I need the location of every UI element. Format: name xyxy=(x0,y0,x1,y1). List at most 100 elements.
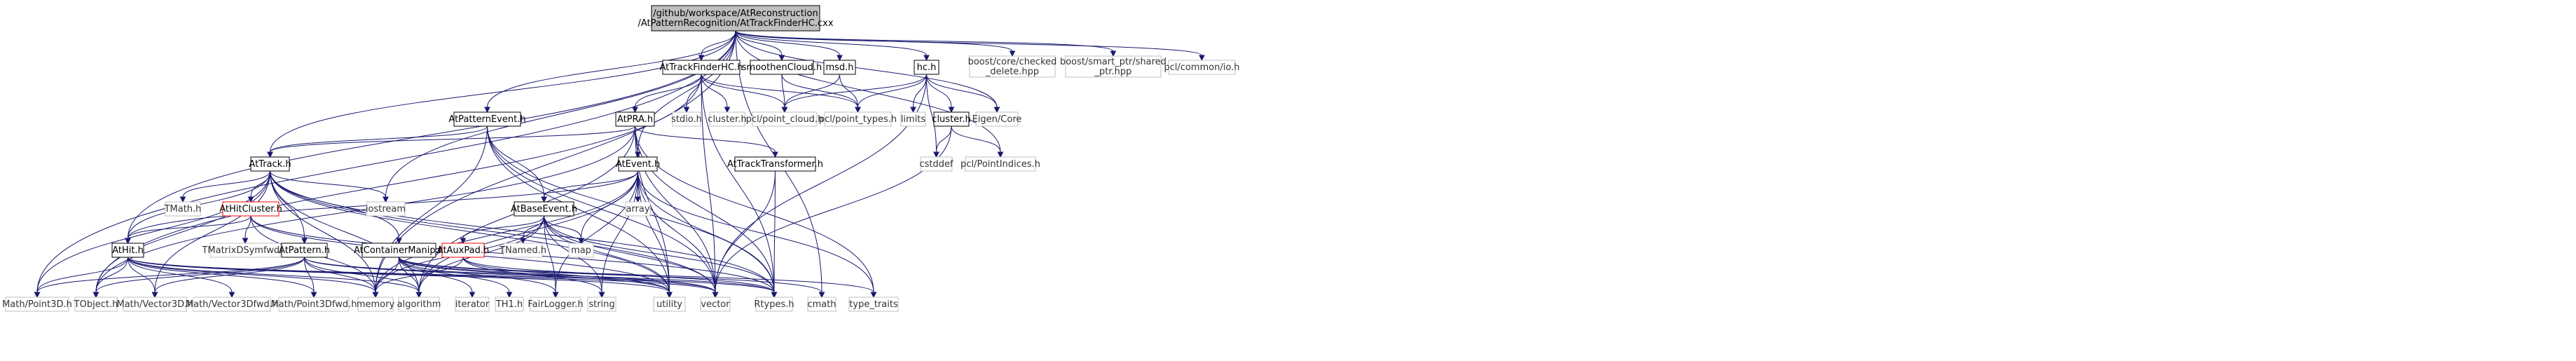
edge-atauxpad-h-to-rtypes-h xyxy=(462,257,778,299)
node-label: Math/Vector3Dfwd.h xyxy=(186,299,278,310)
node-label: boost/smart_ptr/shared xyxy=(1060,57,1166,67)
node-label: algorithm xyxy=(397,299,441,310)
edge-atpattern-h-to-mathvector3d-h xyxy=(151,257,305,299)
node-label: TNamed.h xyxy=(499,245,546,256)
node-label: AtAuxPad.h xyxy=(437,245,489,256)
node-tobject-h: TObject.h xyxy=(74,297,118,312)
node-rtypes-h: Rtypes.h xyxy=(754,297,794,312)
node-label: FairLogger.h xyxy=(528,299,583,310)
edge-atpra-h-to-attracktransformer-h xyxy=(635,125,778,158)
edge-atpattern-h-to-tobject-h xyxy=(92,257,305,299)
edge-cluster-h-to-pcl-pointindices xyxy=(951,125,1004,158)
edge-athitcluster-h-to-tmatrixdsymfwd-h xyxy=(242,215,252,245)
node-label: cluster.h xyxy=(932,114,970,125)
node-cluster-h[interactable]: cluster.h xyxy=(932,111,971,127)
node-attrackfinderhc-h[interactable]: AtTrackFinderHC.h xyxy=(660,60,743,75)
node-label: pcl/point_cloud.h xyxy=(746,114,824,125)
edge-attrackfinderhc-h-to-cluster-h-ext xyxy=(701,74,731,114)
edge-atpattern-h-to-mathpoint3d-h xyxy=(34,257,305,299)
edge-msd-h-to-pcl-point-types xyxy=(839,74,861,114)
node-label: pcl/common/io.h xyxy=(1164,62,1239,73)
node-th1-h: TH1.h xyxy=(495,297,524,312)
node-label: TObject.h xyxy=(74,299,118,310)
node-limits: limits xyxy=(900,111,926,127)
edge-root-to-pcl-io xyxy=(735,30,1205,62)
node-label: AtTrackFinderHC.h xyxy=(660,62,743,73)
node-iostream: iostream xyxy=(366,201,406,217)
node-tnamed-h: TNamed.h xyxy=(499,243,546,258)
node-type-traits: type_traits xyxy=(848,297,899,312)
graph-nodes: /github/workspace/AtReconstruction/AtPat… xyxy=(2,5,1240,312)
node-atevent-h[interactable]: AtEvent.h xyxy=(616,156,660,172)
edge-athit-h-to-mathvector3dfwd-h xyxy=(128,257,235,299)
edge-hc-h-to-cluster-h xyxy=(926,74,955,114)
edge-athit-h-to-mathpoint3d-h xyxy=(34,257,128,299)
node-label: cluster.h xyxy=(708,114,746,125)
node-label: AtPRA.h xyxy=(617,114,653,125)
node-vector: vector xyxy=(700,297,731,312)
node-utility: utility xyxy=(653,297,686,312)
edge-attrackfinderhc-h-to-rtypes-h xyxy=(701,74,778,299)
node-boost-smart-ptr-shared-ptr-hpp: boost/smart_ptr/shared_ptr.hpp xyxy=(1060,55,1166,78)
node-label: /github/workspace/AtReconstruction xyxy=(653,8,818,19)
node-boost-core-checked-delete-hpp: boost/core/checked_delete.hpp xyxy=(968,55,1057,78)
edge-attrackfinderhc-h-to-tobject-h xyxy=(92,74,702,299)
edge-atcontainermanip-h-to-fairlogger-h xyxy=(399,257,559,299)
node-label: AtTrack.h xyxy=(249,159,291,170)
node-hc-h[interactable]: hc.h xyxy=(914,60,939,75)
node-pcl-point-types-h: pcl/point_types.h xyxy=(819,111,897,127)
edge-athit-h-to-vector xyxy=(128,257,719,299)
graph-edges xyxy=(34,30,1205,299)
node-label: TH1.h xyxy=(495,299,523,310)
node-algorithm: algorithm xyxy=(397,297,441,312)
node-attracktransformer-h[interactable]: AtTrackTransformer.h xyxy=(727,156,823,172)
node-label: map xyxy=(571,245,591,256)
edge-attrackfinderhc-h-to-pcl-point-types xyxy=(701,74,861,114)
node-map: map xyxy=(568,243,594,258)
edge-atbaseevent-h-to-atauxpad-h xyxy=(460,215,544,245)
node-github-workspace-atreconstruction-atpatternrecognition-attrackfinderhc-cxx[interactable]: /github/workspace/AtReconstruction/AtPat… xyxy=(638,5,834,32)
edge-atcontainermanip-h-to-algorithm xyxy=(399,257,422,299)
edge-attrack-h-to-iostream xyxy=(270,170,389,203)
node-label: limits xyxy=(901,114,926,125)
edge-hc-h-to-vector xyxy=(712,74,927,299)
edge-atauxpad-h-to-memory xyxy=(372,257,464,299)
edge-root-to-attrack-h xyxy=(267,30,736,158)
node-label: utility xyxy=(656,299,682,310)
edge-hc-h-to-pcl-point-types xyxy=(855,74,927,114)
edge-athit-h-to-tobject-h xyxy=(92,257,128,299)
node-athitcluster-h[interactable]: AtHitCluster.h xyxy=(219,201,282,217)
node-fairlogger-h: FairLogger.h xyxy=(528,297,584,312)
edge-atpattern-h-to-mathpoint3dfwd-h xyxy=(304,257,317,299)
edge-atcontainermanip-h-to-iterator xyxy=(399,257,476,299)
node-atpattern-h[interactable]: AtPattern.h xyxy=(279,243,330,258)
node-msd-h[interactable]: msd.h xyxy=(823,60,856,75)
node-pcl-point-cloud-h: pcl/point_cloud.h xyxy=(746,111,824,127)
node-attrack-h[interactable]: AtTrack.h xyxy=(249,156,291,172)
node-label: boost/core/checked xyxy=(968,57,1057,67)
node-array: array xyxy=(625,201,651,217)
edge-atpra-h-to-attrack-h xyxy=(267,125,635,158)
node-atbaseevent-h[interactable]: AtBaseEvent.h xyxy=(511,201,577,217)
node-label: _ptr.hpp xyxy=(1094,67,1132,77)
node-eigen-core: Eigen/Core xyxy=(972,111,1021,127)
node-atpatternevent-h[interactable]: AtPatternEvent.h xyxy=(448,111,526,127)
edge-atcontainermanip-h-to-cmath xyxy=(399,257,825,299)
node-smoothencloud-h[interactable]: smoothenCloud.h xyxy=(742,60,822,75)
edge-atcontainermanip-h-to-th1-h xyxy=(399,257,513,299)
edge-attrackfinderhc-h-to-atpra-h xyxy=(632,74,702,114)
node-cmath: cmath xyxy=(807,297,836,312)
node-cluster-h: cluster.h xyxy=(708,111,747,127)
node-label: iostream xyxy=(366,204,406,214)
node-atpra-h[interactable]: AtPRA.h xyxy=(615,111,655,127)
node-label: Rtypes.h xyxy=(754,299,794,310)
node-label: Math/Vector3D.h xyxy=(117,299,193,310)
node-atauxpad-h[interactable]: AtAuxPad.h xyxy=(437,243,489,258)
edge-root-to-atevent-h xyxy=(635,30,736,158)
node-math-vector3dfwd-h: Math/Vector3Dfwd.h xyxy=(186,297,278,312)
node-athit-h[interactable]: AtHit.h xyxy=(111,243,144,258)
edge-smoothencloud-h-to-pcl-point-types xyxy=(781,74,861,114)
node-atcontainermanip-h[interactable]: AtContainerManip.h xyxy=(354,243,444,258)
node-label: string xyxy=(588,299,614,310)
